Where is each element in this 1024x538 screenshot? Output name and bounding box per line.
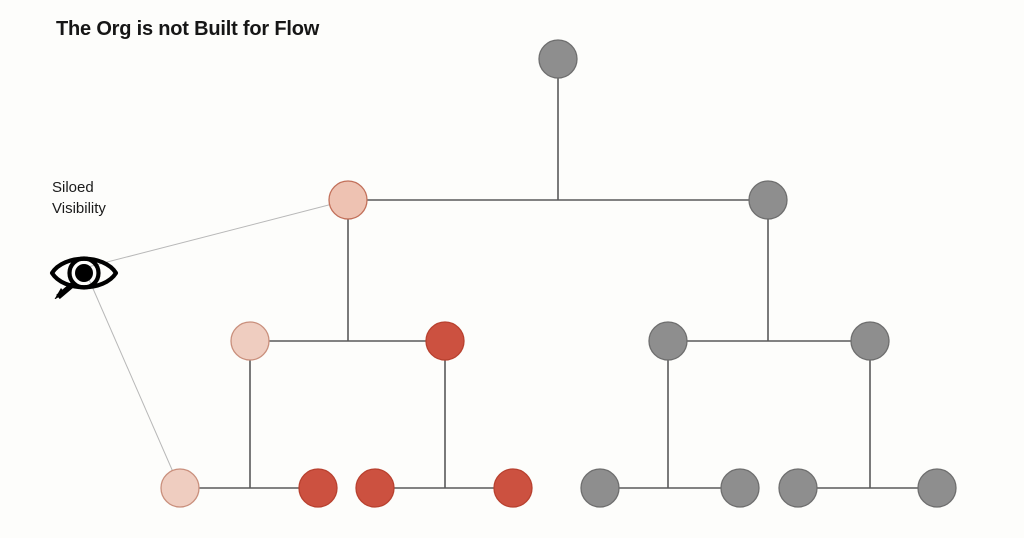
sight-line-to-l4-left-1 — [83, 267, 181, 489]
org-node-l4-left-2[interactable] — [298, 468, 338, 508]
annotation-label-line-2: Visibility — [52, 200, 106, 217]
org-node-l4-right-1[interactable] — [580, 468, 620, 508]
org-node-l4-left-4[interactable] — [493, 468, 533, 508]
org-nodes-group — [160, 39, 957, 508]
sight-line-to-l2-left — [83, 199, 349, 269]
eye-magnifier-glyph — [49, 256, 119, 300]
org-edges-group — [180, 78, 937, 489]
org-node-l3-right-1[interactable] — [648, 321, 688, 361]
org-node-root[interactable] — [538, 39, 578, 79]
page-title: The Org is not Built for Flow — [56, 18, 320, 40]
org-node-l4-right-3[interactable] — [778, 468, 818, 508]
org-node-l3-left-1[interactable] — [230, 321, 270, 361]
siloed-visibility-label: Siloed Visibility — [52, 177, 162, 219]
org-node-l2-left[interactable] — [328, 180, 368, 220]
org-node-l3-right-2[interactable] — [850, 321, 890, 361]
org-node-l2-right[interactable] — [748, 180, 788, 220]
org-node-l3-left-2[interactable] — [425, 321, 465, 361]
org-node-l4-right-2[interactable] — [720, 468, 760, 508]
org-node-l4-right-4[interactable] — [917, 468, 957, 508]
org-node-l4-left-3[interactable] — [355, 468, 395, 508]
org-node-l4-left-1[interactable] — [160, 468, 200, 508]
annotation-label-line-1: Siloed — [52, 179, 94, 196]
eye-magnifier-icon — [48, 247, 120, 300]
sight-lines-group — [83, 199, 349, 489]
